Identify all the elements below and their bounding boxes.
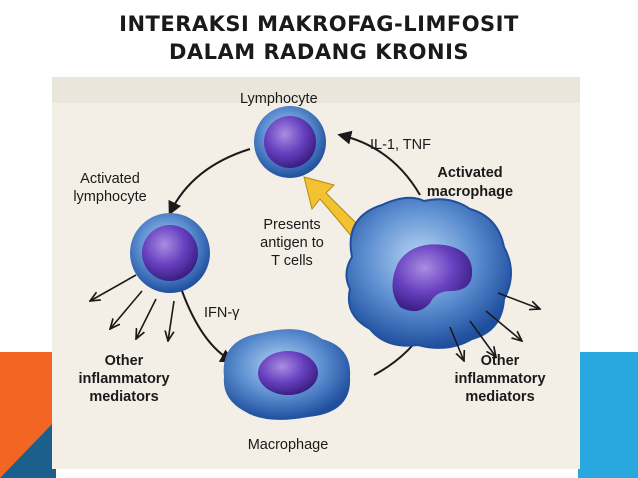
activated-lymphocyte-cell [130, 213, 210, 293]
left-mediator-arrows [90, 274, 175, 341]
label-other-right-line3: mediators [465, 389, 534, 405]
slide-title: INTERAKSI MAKROFAG-LIMFOSIT DALAM RADANG… [0, 10, 638, 66]
corner-blue-right [578, 352, 638, 478]
label-activated-lymphocyte-line1: Activated [80, 171, 140, 187]
label-activated-macrophage-line1: Activated [437, 165, 502, 181]
right-mediator-arrows [449, 292, 540, 361]
label-presents-line2: antigen to [260, 235, 324, 251]
label-presents-line1: Presents [263, 217, 320, 233]
macrophage-cell [223, 329, 351, 420]
corner-navy-left [0, 420, 56, 478]
label-activated-lymphocyte-line2: lymphocyte [73, 189, 146, 205]
macrophage-lymphocyte-diagram: Lymphocyte IL-1, TNF Activated macrophag… [52, 77, 580, 469]
label-activated-macrophage-line2: macrophage [427, 184, 513, 200]
lymphocyte-cell [254, 106, 326, 178]
diagram-svg: Lymphocyte IL-1, TNF Activated macrophag… [52, 77, 580, 469]
slide-title-line-1: INTERAKSI MAKROFAG-LIMFOSIT [119, 12, 519, 36]
antigen-presentation-arrow [303, 176, 363, 238]
label-other-right-line2: inflammatory [454, 371, 545, 387]
arrow-activated-macrophage-to-lymphocyte [337, 130, 421, 196]
label-other-left-line3: mediators [89, 389, 158, 405]
label-presents-line3: T cells [271, 253, 313, 269]
label-other-right-line1: Other [481, 353, 520, 369]
slide-title-line-2: DALAM RADANG KRONIS [168, 40, 470, 64]
arrow-lymphocyte-to-activated [168, 148, 251, 216]
figure-header-strip [52, 77, 580, 103]
activated-macrophage-cell [345, 196, 512, 349]
label-il1-tnf: IL-1, TNF [370, 137, 431, 153]
label-macrophage: Macrophage [248, 437, 329, 453]
label-other-left-line1: Other [105, 353, 144, 369]
label-other-left-line2: inflammatory [78, 371, 169, 387]
label-ifn-gamma: IFN-γ [204, 305, 240, 321]
label-lymphocyte: Lymphocyte [240, 91, 318, 107]
